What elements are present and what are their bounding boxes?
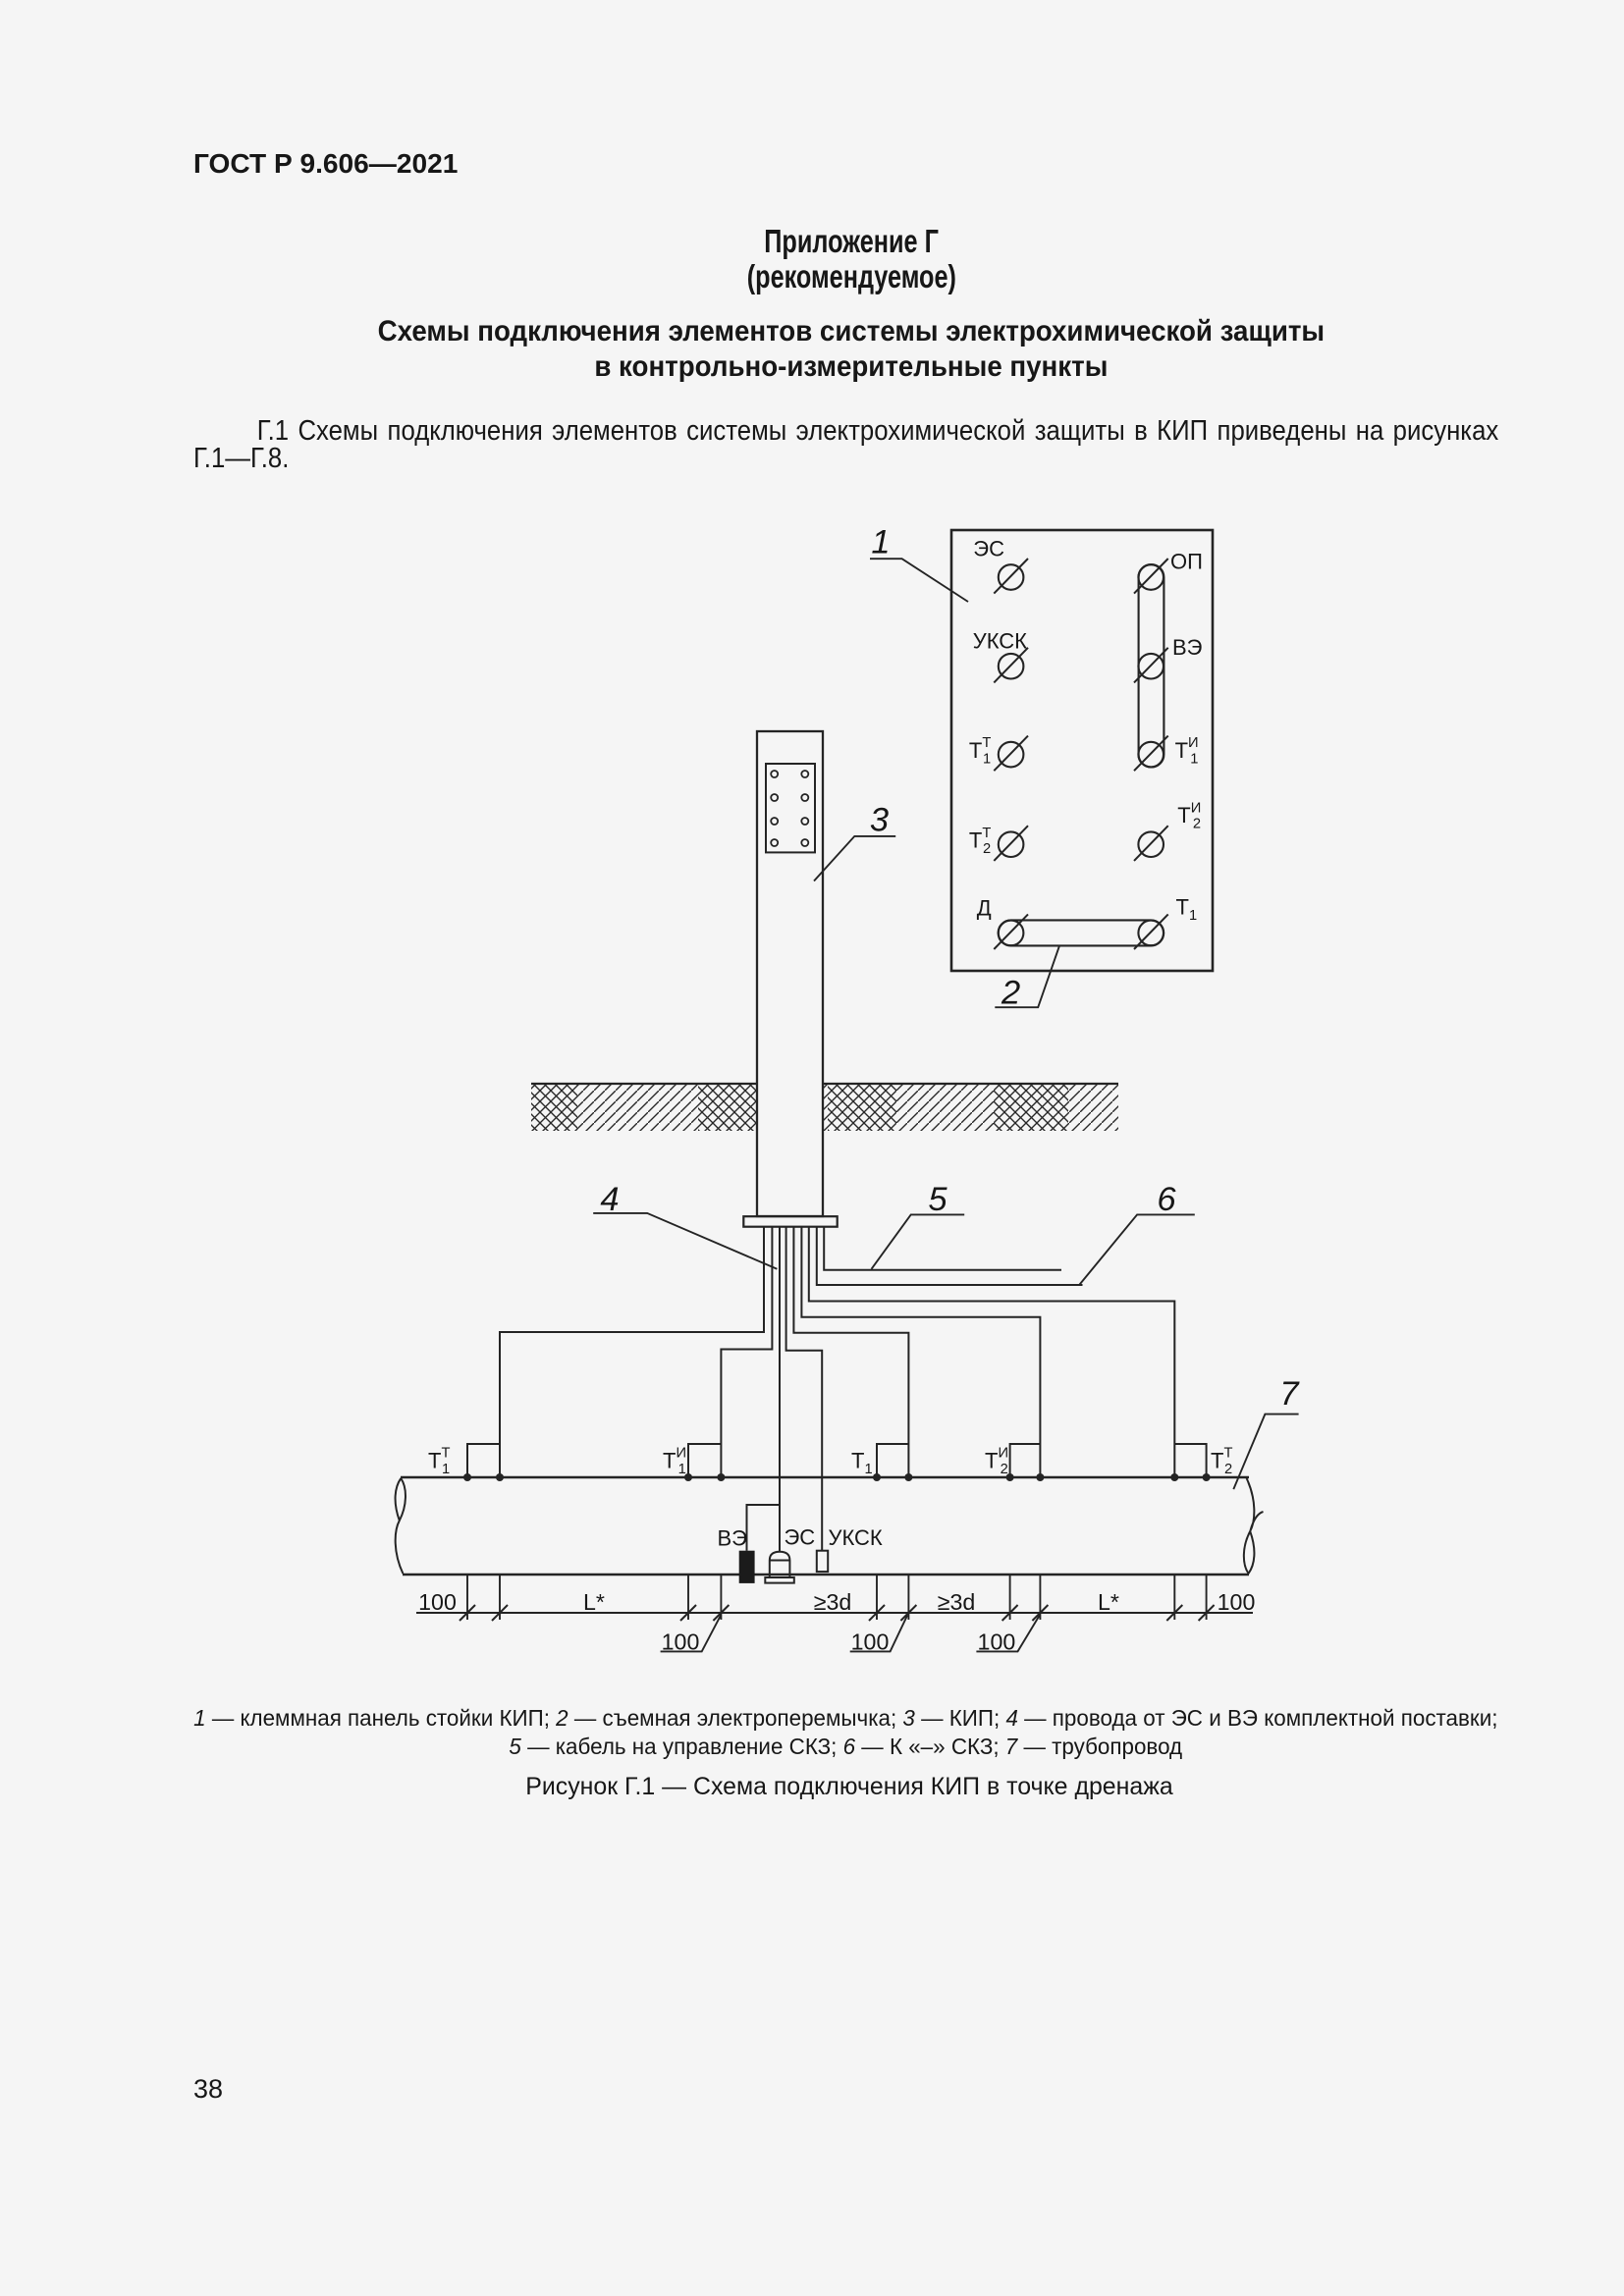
svg-text:100: 100 [978,1629,1016,1655]
svg-text:Д: Д [977,896,992,921]
svg-text:Т1: Т1 [851,1449,873,1477]
svg-text:ТТ2: ТТ2 [1211,1446,1232,1477]
svg-text:100: 100 [851,1629,890,1655]
svg-text:ТИ2: ТИ2 [1177,800,1201,831]
svg-text:1: 1 [871,524,890,561]
svg-text:4: 4 [600,1181,619,1218]
svg-text:ТИ1: ТИ1 [1175,735,1199,767]
svg-text:ТИ1: ТИ1 [663,1446,686,1477]
svg-text:ТТ1: ТТ1 [969,735,991,767]
svg-text:100: 100 [1218,1589,1256,1615]
svg-text:ОП: ОП [1170,550,1203,574]
svg-text:УКСК: УКСК [829,1525,883,1550]
svg-text:≥3d: ≥3d [814,1589,852,1615]
svg-text:ВЭ: ВЭ [718,1526,748,1551]
svg-text:100: 100 [418,1589,457,1615]
svg-text:2: 2 [1001,974,1020,1011]
svg-text:L*: L* [1098,1589,1119,1615]
svg-text:3: 3 [870,802,889,839]
svg-text:Т1: Т1 [1176,894,1198,923]
svg-text:6: 6 [1157,1181,1176,1218]
svg-text:ТИ2: ТИ2 [985,1446,1008,1477]
svg-text:ВЭ: ВЭ [1172,635,1203,660]
svg-text:УКСК: УКСК [973,629,1027,654]
svg-text:L*: L* [583,1589,605,1615]
svg-text:5: 5 [928,1181,947,1218]
svg-text:ЭС: ЭС [784,1525,815,1550]
svg-text:ТТ1: ТТ1 [428,1446,450,1477]
svg-text:100: 100 [662,1629,700,1655]
svg-text:ТТ2: ТТ2 [969,826,991,857]
svg-text:ЭС: ЭС [973,537,1004,561]
svg-text:≥3d: ≥3d [938,1589,976,1615]
svg-text:7: 7 [1279,1375,1300,1413]
